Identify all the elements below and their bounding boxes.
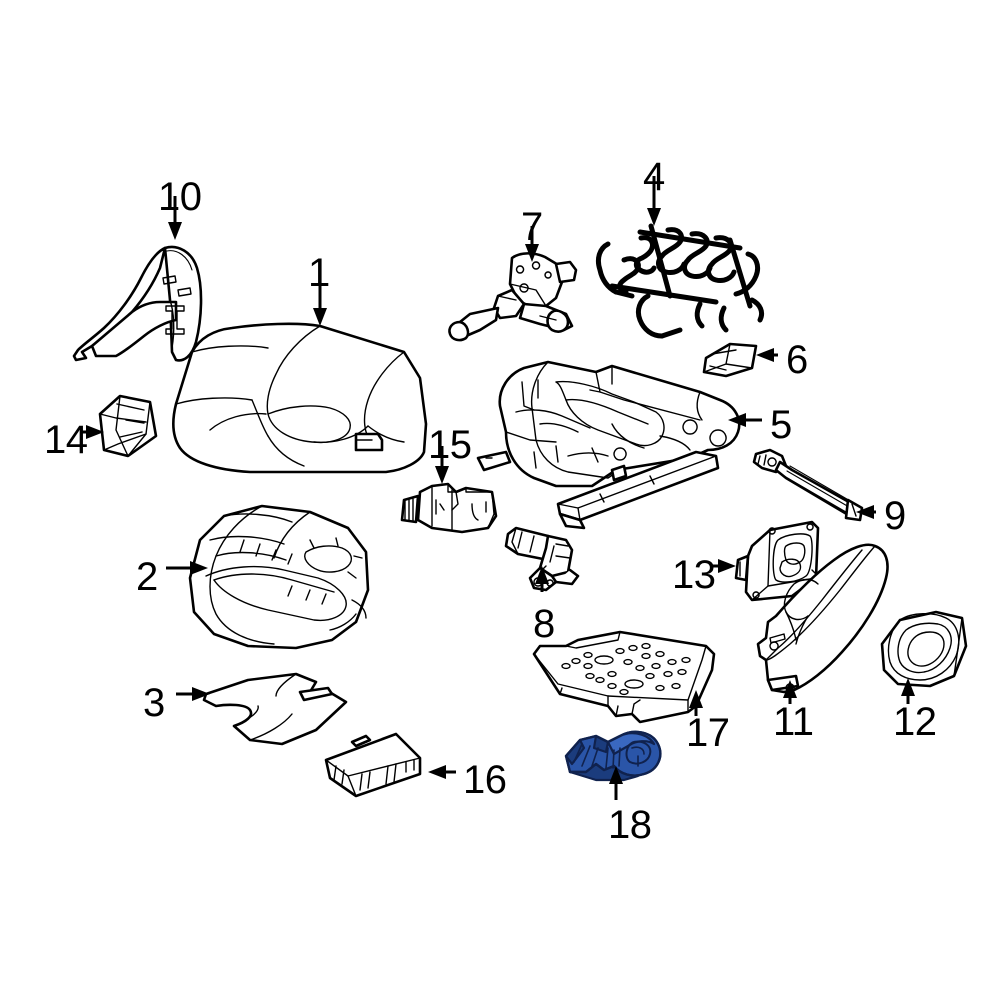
part-14-seat-belt-guide-clip[interactable] xyxy=(98,394,158,458)
callout-label-13[interactable]: 13 xyxy=(672,553,716,597)
part-2-seat-cushion-foam[interactable] xyxy=(188,504,370,650)
part-1-seat-cushion-pad[interactable] xyxy=(172,322,428,474)
callout-label-6[interactable]: 6 xyxy=(786,338,808,382)
part-17-seat-cushion-base-panel[interactable] xyxy=(532,630,716,724)
callout-label-7[interactable]: 7 xyxy=(521,205,543,249)
callout-label-15[interactable]: 15 xyxy=(428,423,472,467)
part-15-seat-control-module[interactable] xyxy=(400,482,498,534)
part-3-cushion-insulator-pad[interactable] xyxy=(202,672,348,746)
part-10-seat-back-hinge-bracket[interactable] xyxy=(72,245,203,362)
callout-leaders xyxy=(80,176,915,800)
callout-label-4[interactable]: 4 xyxy=(643,155,665,199)
part-5-seat-track-frame[interactable] xyxy=(476,360,741,530)
callout-label-3[interactable]: 3 xyxy=(143,681,165,725)
callout-label-2[interactable]: 2 xyxy=(136,555,158,599)
callout-label-9[interactable]: 9 xyxy=(884,494,906,538)
part-9-adjuster-drive-spindle[interactable] xyxy=(752,448,864,522)
part-6-track-end-cover[interactable] xyxy=(702,342,758,378)
part-4-seat-spring-wire-mat[interactable] xyxy=(595,223,765,339)
part-16-seat-wiring-connector-block[interactable] xyxy=(324,732,422,798)
callout-label-12[interactable]: 12 xyxy=(893,700,937,744)
part-7-seat-height-adjuster-motor[interactable] xyxy=(448,252,578,342)
callout-label-14[interactable]: 14 xyxy=(44,418,88,462)
callout-label-1[interactable]: 1 xyxy=(308,251,330,295)
part-12-seat-side-trim-cap[interactable] xyxy=(880,610,968,688)
callout-label-11[interactable]: 11 xyxy=(773,700,814,744)
callout-label-18[interactable]: 18 xyxy=(608,803,652,847)
part-18-seat-recliner-handle-lever[interactable] xyxy=(564,730,662,782)
callout-label-10[interactable]: 10 xyxy=(158,175,202,219)
callout-label-8[interactable]: 8 xyxy=(533,602,555,646)
callout-label-16[interactable]: 16 xyxy=(463,758,507,802)
callout-label-5[interactable]: 5 xyxy=(770,403,792,447)
callout-label-17[interactable]: 17 xyxy=(686,711,730,755)
